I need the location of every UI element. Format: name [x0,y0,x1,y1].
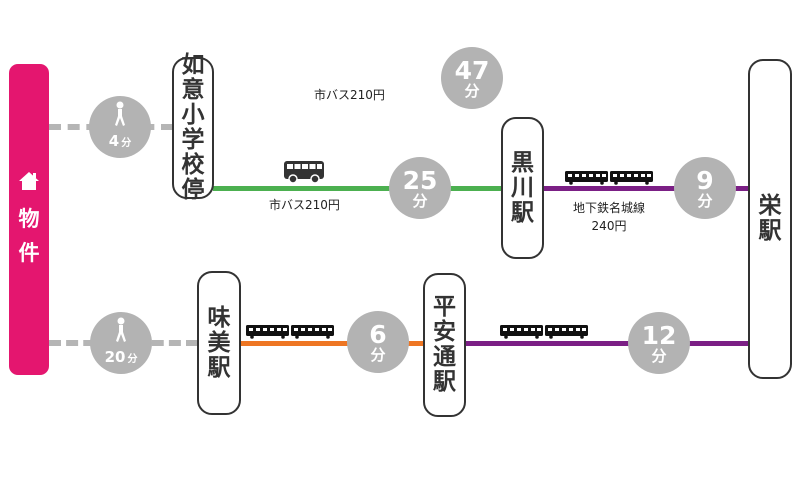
house-icon [19,171,39,190]
station-char: 駅 [511,199,534,226]
bus-unit: 分 [412,191,428,210]
station-char: 小 [181,102,205,128]
bus-line [213,186,501,191]
train2-unit: 分 [651,346,667,365]
station-char: 学 [181,127,205,153]
station-char: 川 [511,174,534,201]
walk-minutes: 4 [108,131,120,150]
station-char: 駅 [758,218,782,244]
train-time-badge-purple: 12 分 [628,312,690,374]
train2-minutes: 12 [641,320,677,350]
walk-unit: 分 [127,353,138,365]
station-char: 味 [207,304,231,331]
bus-icon [284,161,324,184]
walk-time-route1: 4 分 [89,96,151,158]
subway-fare: 240円 [591,219,627,233]
train-time-badge-orange: 6 分 [347,311,409,373]
subway-minutes: 9 [696,165,714,195]
origin-label-char: 件 [18,240,40,265]
train-icon [565,171,653,185]
walk-unit: 分 [121,137,132,149]
walking-person-icon [116,317,126,342]
total-time-badge: 47 分 [441,47,503,109]
station-nyoi-shogakko: 如 意 小 学 校 停 [172,53,214,203]
station-ajima: 味 美 駅 [197,271,241,415]
subway-line-name: 地下鉄名城線 [572,201,645,215]
train1-minutes: 6 [369,319,387,349]
walking-person-icon [115,101,125,126]
bus-minutes: 25 [402,165,438,195]
subway-time-badge: 9 分 [674,157,736,219]
station-char: 停 [181,177,205,203]
station-char: 通 [433,344,456,370]
bus-time-badge: 25 分 [389,157,451,219]
train-icon [500,325,588,339]
walk-time-route2: 20 分 [90,312,152,374]
total-unit: 分 [464,81,480,100]
station-char: 駅 [433,369,456,395]
origin-label-char: 物 [18,206,40,231]
station-sakae: 栄 駅 [748,59,792,379]
station-char: 校 [181,152,205,178]
subway-unit: 分 [697,191,713,210]
train-icon [246,325,334,339]
station-char: 栄 [758,193,782,219]
subway-line-route1 [543,186,749,191]
total-minutes: 47 [454,55,490,85]
origin-property: 物 件 [9,64,49,375]
bus-fare-label: 市バス210円 [269,198,340,212]
train-line-orange [240,341,424,346]
bus-total-fare-label: 市バス210円 [314,88,385,102]
station-heiandori: 平 安 通 駅 [423,273,466,417]
station-char: 黒 [511,149,534,176]
station-char: 美 [207,329,231,356]
station-char: 如 [181,52,205,78]
subway-line-label: 地下鉄名城線 240円 [566,199,652,235]
station-kurokawa: 黒 川 駅 [501,117,544,259]
station-char: 安 [433,319,456,345]
station-char: 意 [181,77,205,103]
station-char: 平 [433,294,456,320]
walk-minutes: 20 [104,347,126,366]
train1-unit: 分 [370,345,386,364]
train-line-purple [465,341,749,346]
station-char: 駅 [207,354,231,381]
